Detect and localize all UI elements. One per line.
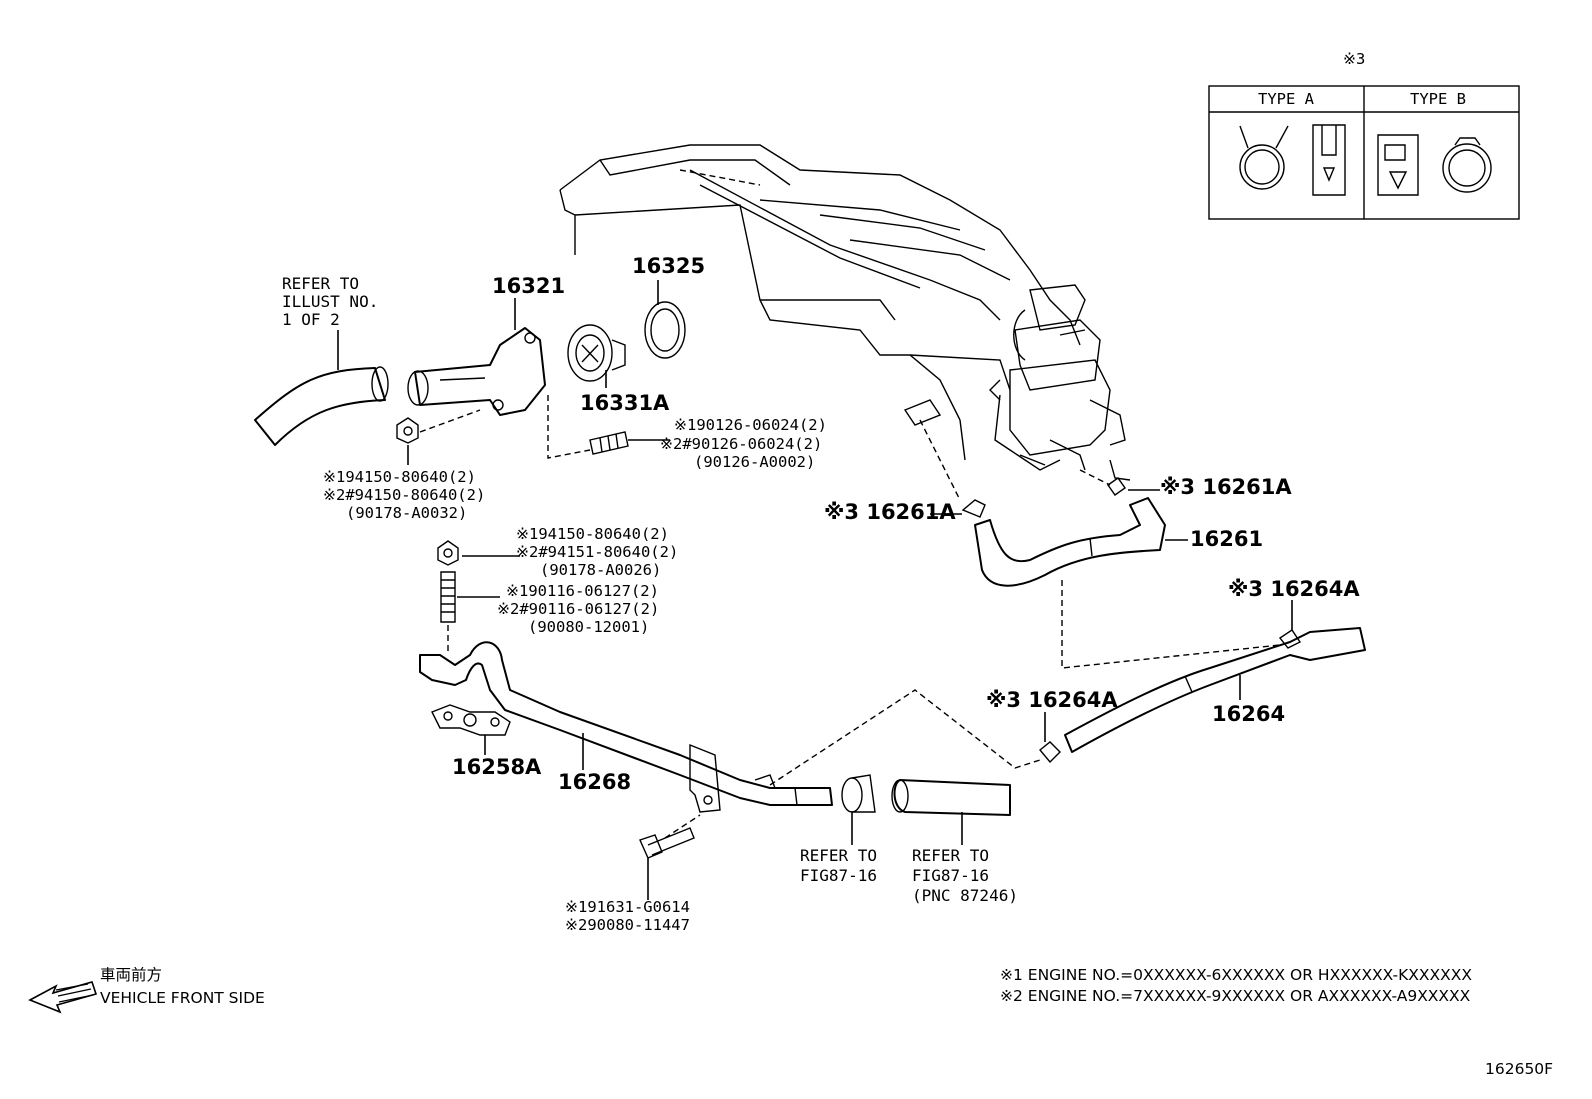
- legend-marker: ※3: [1343, 50, 1366, 68]
- engine-note-2: ※2 ENGINE NO.=7XXXXXX-9XXXXXX OR AXXXXXX…: [1000, 987, 1471, 1005]
- part-16325: 16325: [632, 254, 706, 278]
- gasket-16258A: [431, 704, 511, 736]
- refer-fig-left-line1: REFER TO: [800, 846, 878, 865]
- nut-mid: [437, 540, 459, 566]
- type-b-clamp-icon: [1442, 137, 1492, 193]
- stud-mid-line3: (90080-12001): [528, 618, 650, 636]
- nut-mid-line2: ※2#94151-80640(2): [516, 543, 679, 561]
- part-16261A-left: ※3 16261A: [824, 500, 956, 524]
- bolt-upper-line2: ※2#90126-06024(2): [660, 435, 823, 453]
- throttle-body: [989, 284, 1131, 481]
- hose-clamp-bottom: [841, 774, 876, 813]
- part-16268: 16268: [558, 770, 632, 794]
- bolt-lower: [639, 827, 695, 859]
- leader-lines: [337, 280, 1293, 900]
- refer-fig-right-line1: REFER TO: [912, 846, 990, 865]
- hose-16264: [1039, 580, 1366, 764]
- refer-illust-line2: ILLUST NO.: [282, 292, 379, 311]
- part-16264A-upper: ※3 16264A: [1228, 577, 1360, 601]
- figure-id: 162650F: [1485, 1060, 1554, 1078]
- bolt-upper-line1: ※190126-06024(2): [674, 416, 827, 434]
- water-pipe-16268: [419, 641, 833, 813]
- refer-illust-line1: REFER TO: [282, 274, 360, 293]
- part-16261: 16261: [1190, 527, 1264, 551]
- clamp-type-legend: [1208, 85, 1520, 220]
- nut-mid-line3: (90178-A0026): [540, 561, 662, 579]
- engine-block: [559, 144, 1081, 461]
- type-b-clip-icon: [1377, 134, 1419, 196]
- refer-fig-right-line3: (PNC 87246): [912, 886, 1018, 905]
- part-16264A-lower: ※3 16264A: [986, 688, 1118, 712]
- nut-left-line1: ※194150-80640(2): [323, 468, 476, 486]
- refer-fig-left-line2: FIG87-16: [800, 866, 878, 885]
- part-16331A: 16331A: [580, 391, 670, 415]
- nut-mid-line1: ※194150-80640(2): [516, 525, 669, 543]
- part-16321: 16321: [492, 274, 566, 298]
- hose-16261: [919, 419, 1166, 587]
- bolt-lower-line2: ※290080-11447: [565, 916, 690, 934]
- legend-type-a: TYPE A: [1258, 90, 1314, 108]
- radiator-hose-left: [254, 366, 389, 446]
- stud-mid-line2: ※2#90116-06127(2): [497, 600, 660, 618]
- water-outlet-16321: [407, 327, 546, 416]
- bolt-lower-line1: ※191631-G0614: [565, 898, 690, 916]
- legend-type-b: TYPE B: [1410, 90, 1466, 108]
- gasket-16325: [644, 301, 686, 359]
- stud-mid: [440, 571, 456, 623]
- thermostat-16331A: [567, 324, 626, 382]
- refer-illust-line3: 1 OF 2: [282, 310, 340, 329]
- hose-bottom-right: [891, 779, 1011, 816]
- nut-left: [396, 417, 419, 444]
- type-a-clamp-icon: [1239, 125, 1289, 190]
- nut-left-line2: ※2#94150-80640(2): [323, 486, 486, 504]
- direction-japanese: 車両前方: [100, 966, 163, 984]
- type-a-clip-icon: [1312, 124, 1346, 196]
- stud-mid-line1: ※190116-06127(2): [506, 582, 659, 600]
- part-16261A-right: ※3 16261A: [1160, 475, 1292, 499]
- refer-fig-right-line2: FIG87-16: [912, 866, 990, 885]
- bolt-upper-line3: (90126-A0002): [694, 453, 816, 471]
- vehicle-front-arrow-icon: [28, 981, 98, 1014]
- part-16264: 16264: [1212, 702, 1286, 726]
- nut-left-line3: (90178-A0032): [346, 504, 468, 522]
- stud-upper: [589, 431, 629, 455]
- direction-english: VEHICLE FRONT SIDE: [100, 989, 265, 1007]
- part-16258A: 16258A: [452, 755, 542, 779]
- engine-note-1: ※1 ENGINE NO.=0XXXXXX-6XXXXXX OR HXXXXXX…: [1000, 966, 1472, 984]
